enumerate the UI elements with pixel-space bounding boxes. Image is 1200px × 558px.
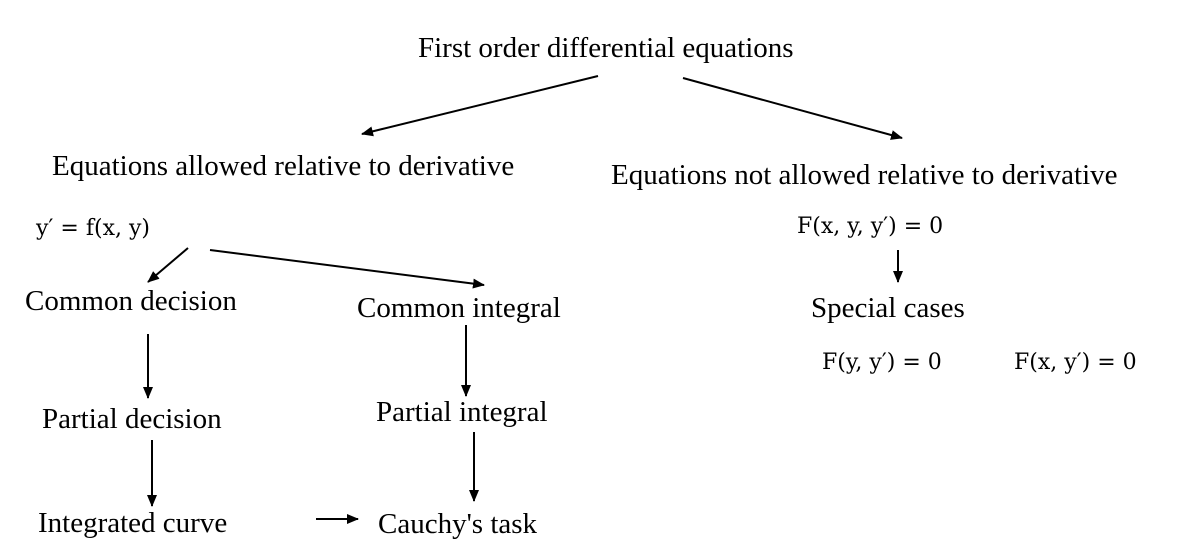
cauchy-task-label: Cauchy's task xyxy=(378,508,538,540)
arrow-equation-to-common-decision xyxy=(147,247,189,283)
common-decision-label: Common decision xyxy=(25,285,237,317)
arrow-equation-to-common-integral xyxy=(209,249,485,289)
common-integral-label: Common integral xyxy=(357,292,561,324)
special-case-2-formula: F(x, y′) = 0 xyxy=(1014,350,1137,375)
diagram-title: First order differential equations xyxy=(418,32,794,64)
allowed-equation-formula: y′ = f(x, y) xyxy=(36,216,150,241)
not-allowed-equation-formula: F(x, y, y′) = 0 xyxy=(797,214,944,239)
integrated-curve-label: Integrated curve xyxy=(38,507,228,539)
special-cases-label: Special cases xyxy=(811,292,965,324)
partial-integral-label: Partial integral xyxy=(376,396,548,428)
allowed-equations-heading: Equations allowed relative to derivative xyxy=(52,150,515,182)
arrow-title-to-not-allowed xyxy=(682,77,903,140)
not-allowed-equations-heading: Equations not allowed relative to deriva… xyxy=(611,159,1118,191)
special-case-1-formula: F(y, y′) = 0 xyxy=(822,350,942,375)
arrow-title-to-allowed xyxy=(361,75,599,137)
partial-decision-label: Partial decision xyxy=(42,403,222,435)
